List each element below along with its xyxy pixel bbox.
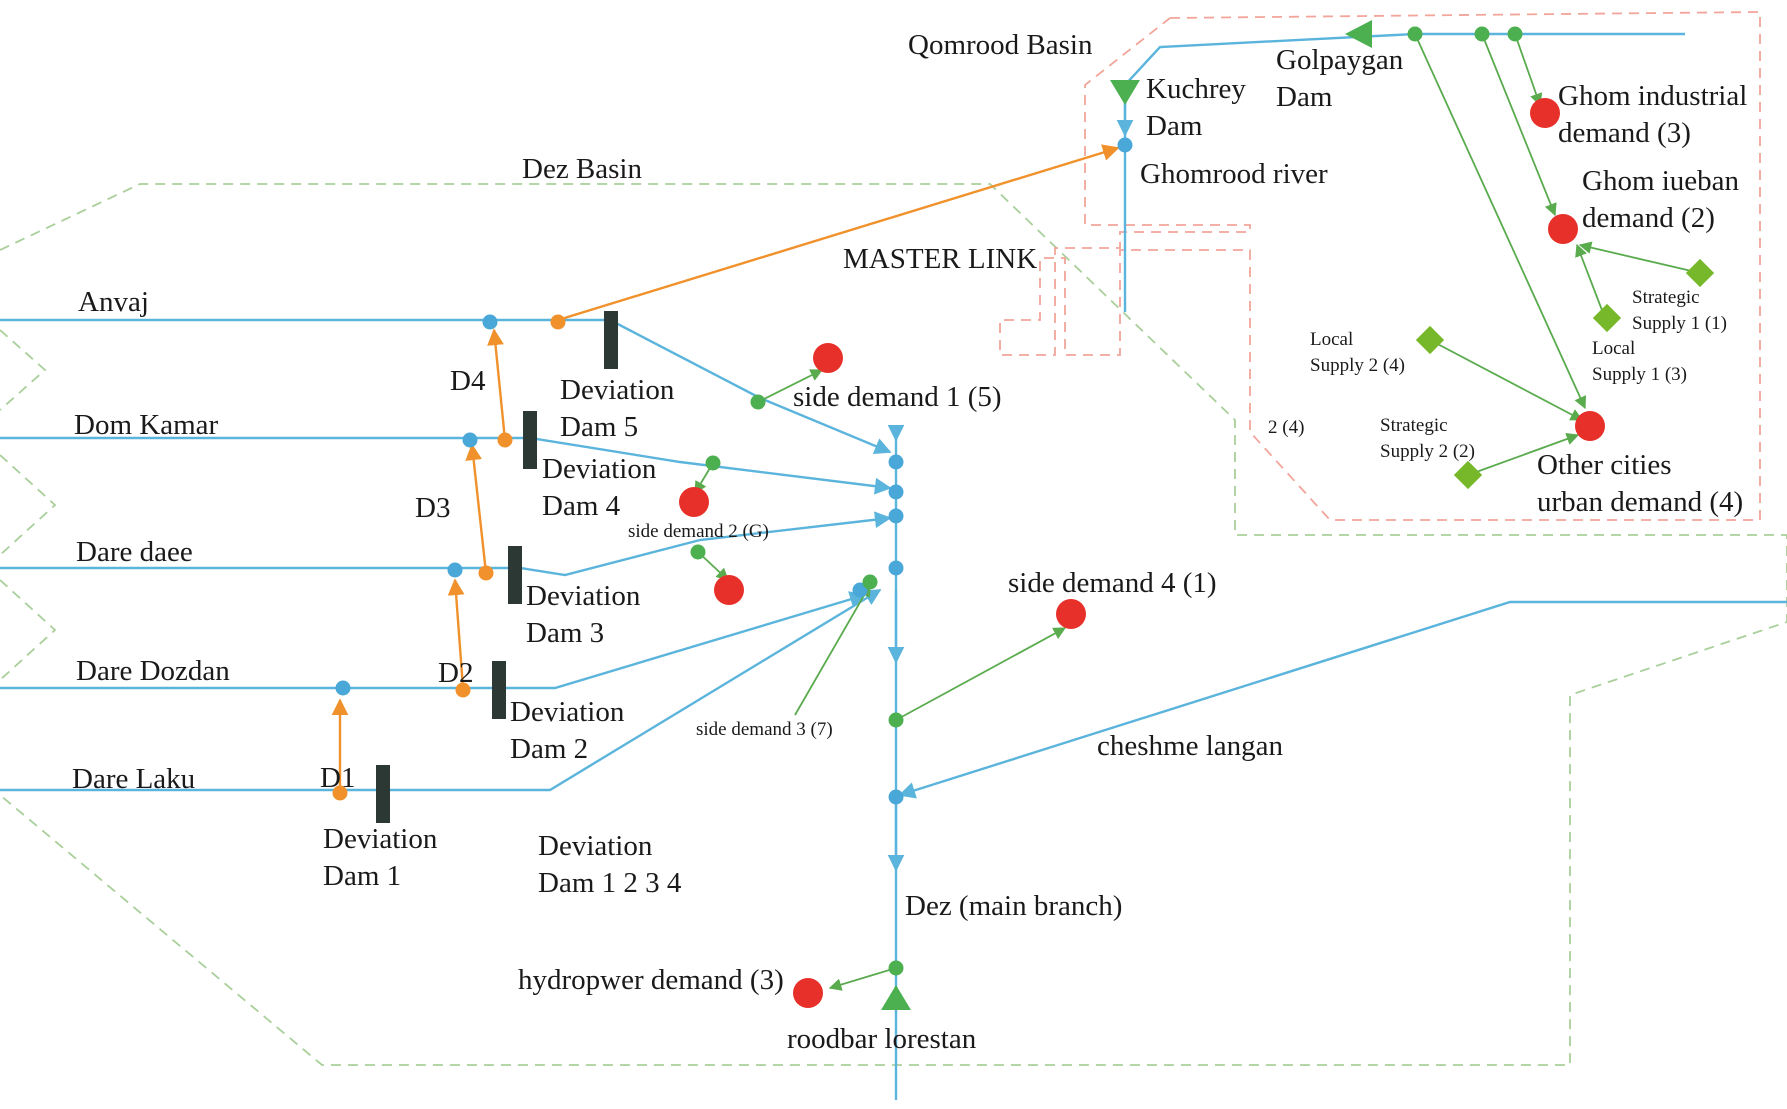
dam-1-label: Deviation Dam 1 bbox=[323, 823, 445, 892]
hydropower-demand-node bbox=[793, 978, 823, 1008]
qomrood-basin-boundary bbox=[999, 11, 1761, 521]
diversion-label-d2: D2 bbox=[438, 657, 473, 689]
ghom-urban-label: Ghom iueban demand (2) bbox=[1582, 165, 1746, 234]
dam-bar-5 bbox=[604, 311, 618, 369]
river-label-dom-kamar: Dom Kamar bbox=[74, 409, 218, 441]
strategic-supply-1-label: Strategic Supply 1 (1) bbox=[1632, 287, 1727, 334]
side-demand-2-node bbox=[679, 487, 709, 517]
ghom-industrial-node bbox=[1530, 98, 1560, 128]
dam-5-label: Deviation Dam 5 bbox=[560, 374, 682, 443]
qomrood-basin-label: Qomrood Basin bbox=[908, 29, 1093, 61]
roodbar-label: roodbar lorestan bbox=[787, 1023, 977, 1055]
golpaygan-dam-triangle bbox=[1345, 20, 1372, 48]
local-supply-1-label: Local Supply 1 (3) bbox=[1592, 338, 1687, 385]
river-label-anvaj: Anvaj bbox=[78, 286, 149, 318]
link-nodes bbox=[332, 314, 566, 801]
side-demand-3-label: side demand 3 (7) bbox=[696, 719, 833, 740]
kuchrey-dam-triangle bbox=[1110, 80, 1140, 105]
local-supply-2-label: Local Supply 2 (4) bbox=[1310, 329, 1405, 376]
dam-bar-2 bbox=[492, 661, 506, 719]
river-label-dare-daee: Dare daee bbox=[76, 536, 193, 568]
dez-basin-label: Dez Basin bbox=[522, 153, 642, 185]
master-link-label: MASTER LINK bbox=[843, 243, 1037, 275]
local-supply-2-node bbox=[1415, 325, 1445, 355]
supply-nodes bbox=[690, 26, 1523, 976]
dam-bar-3 bbox=[508, 546, 522, 604]
dam-bar-1 bbox=[376, 765, 390, 823]
local-supply-1-node bbox=[1592, 303, 1622, 333]
river-label-ghomrood: Ghomrood river bbox=[1140, 158, 1328, 190]
deviation-dam-bars bbox=[376, 311, 618, 823]
transfer-links bbox=[331, 144, 1120, 793]
side-demand-2-label: side demand 2 (G) bbox=[628, 521, 769, 542]
side-demand-4-node bbox=[1056, 599, 1086, 629]
river-nodes bbox=[335, 137, 1133, 805]
diversion-label-d3: D3 bbox=[415, 492, 450, 524]
river-label-cheshme-langan: cheshme langan bbox=[1097, 730, 1284, 762]
dam-3-label: Deviation Dam 3 bbox=[526, 580, 648, 649]
river-label-dare-laku: Dare Laku bbox=[72, 763, 195, 795]
river-label-dez-main: Dez (main branch) bbox=[905, 890, 1122, 922]
diversion-label-d1: D1 bbox=[320, 762, 355, 794]
strategic-supply-1-node bbox=[1685, 258, 1715, 288]
stray-supply-label: 2 (4) bbox=[1268, 417, 1304, 438]
dez-basin-boundary-left bbox=[0, 329, 57, 681]
kuchrey-dam-label: Kuchrey Dam bbox=[1146, 73, 1253, 142]
dam-2-label: Deviation Dam 2 bbox=[510, 696, 632, 765]
side-demand-4-label: side demand 4 (1) bbox=[1008, 567, 1217, 599]
side-demand-2b-node bbox=[714, 575, 744, 605]
demand-nodes bbox=[679, 98, 1605, 1008]
other-cities-node bbox=[1575, 411, 1605, 441]
hydropower-demand-label: hydropwer demand (3) bbox=[518, 964, 784, 996]
other-cities-label: Other cities urban demand (4) bbox=[1537, 449, 1743, 518]
supply-diamonds bbox=[1415, 258, 1715, 490]
tributary-rivers bbox=[0, 318, 1787, 1100]
supply-links bbox=[694, 33, 1701, 991]
strategic-supply-2-node bbox=[1453, 460, 1483, 490]
dam-4-label: Deviation Dam 4 bbox=[542, 453, 664, 522]
river-label-dare-dozdan: Dare Dozdan bbox=[76, 655, 230, 687]
side-demand-1-node bbox=[813, 343, 843, 373]
ghom-industrial-label: Ghom industrial demand (3) bbox=[1558, 80, 1755, 149]
strategic-supply-2-label: Strategic Supply 2 (2) bbox=[1380, 415, 1475, 462]
dam-bar-4 bbox=[523, 411, 537, 469]
diversion-label-d4: D4 bbox=[450, 365, 486, 397]
roodbar-reservoir-triangle bbox=[881, 985, 911, 1010]
dam-1234-label: Deviation Dam 1 2 3 4 bbox=[538, 830, 682, 899]
dez-basin-boundary bbox=[0, 183, 1787, 1066]
ghom-urban-node bbox=[1548, 214, 1578, 244]
side-demand-1-label: side demand 1 (5) bbox=[793, 381, 1002, 413]
golpaygan-dam-label: Golpaygan Dam bbox=[1276, 44, 1411, 113]
